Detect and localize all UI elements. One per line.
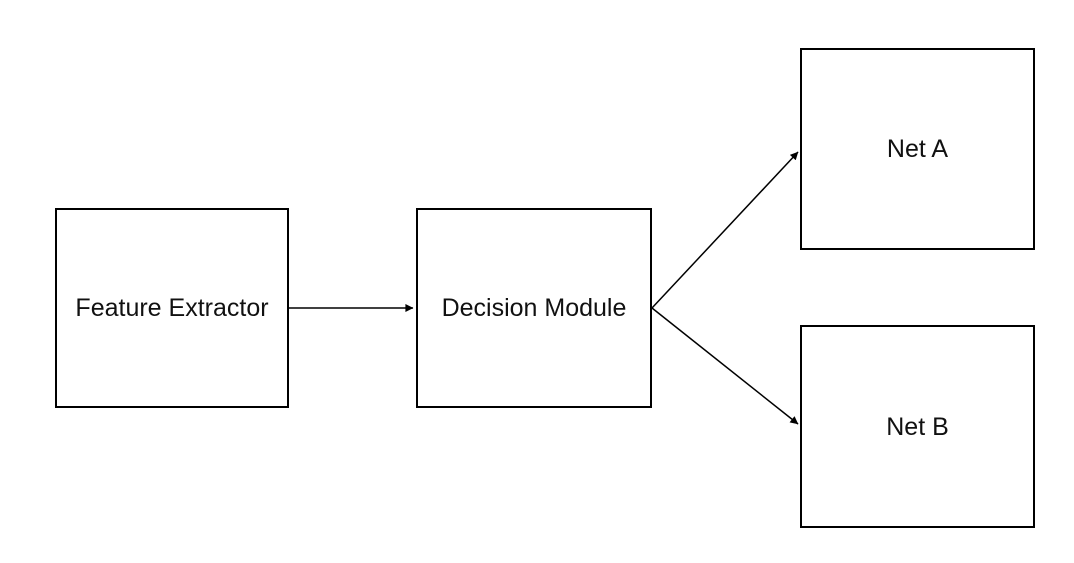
node-net-b: Net B [800,325,1035,528]
node-net-b-label: Net B [886,412,949,441]
node-decision-module-label: Decision Module [441,294,627,322]
edge-decision-module-to-net-b [651,307,799,425]
edge-decision-module-to-net-a [651,151,799,309]
node-net-a-label: Net A [886,135,949,163]
node-feature-extractor: Feature Extractor [55,208,289,408]
node-feature-extractor-label: Feature Extractor [75,294,269,322]
node-decision-module: Decision Module [416,208,652,408]
node-net-a: Net A [800,48,1035,250]
